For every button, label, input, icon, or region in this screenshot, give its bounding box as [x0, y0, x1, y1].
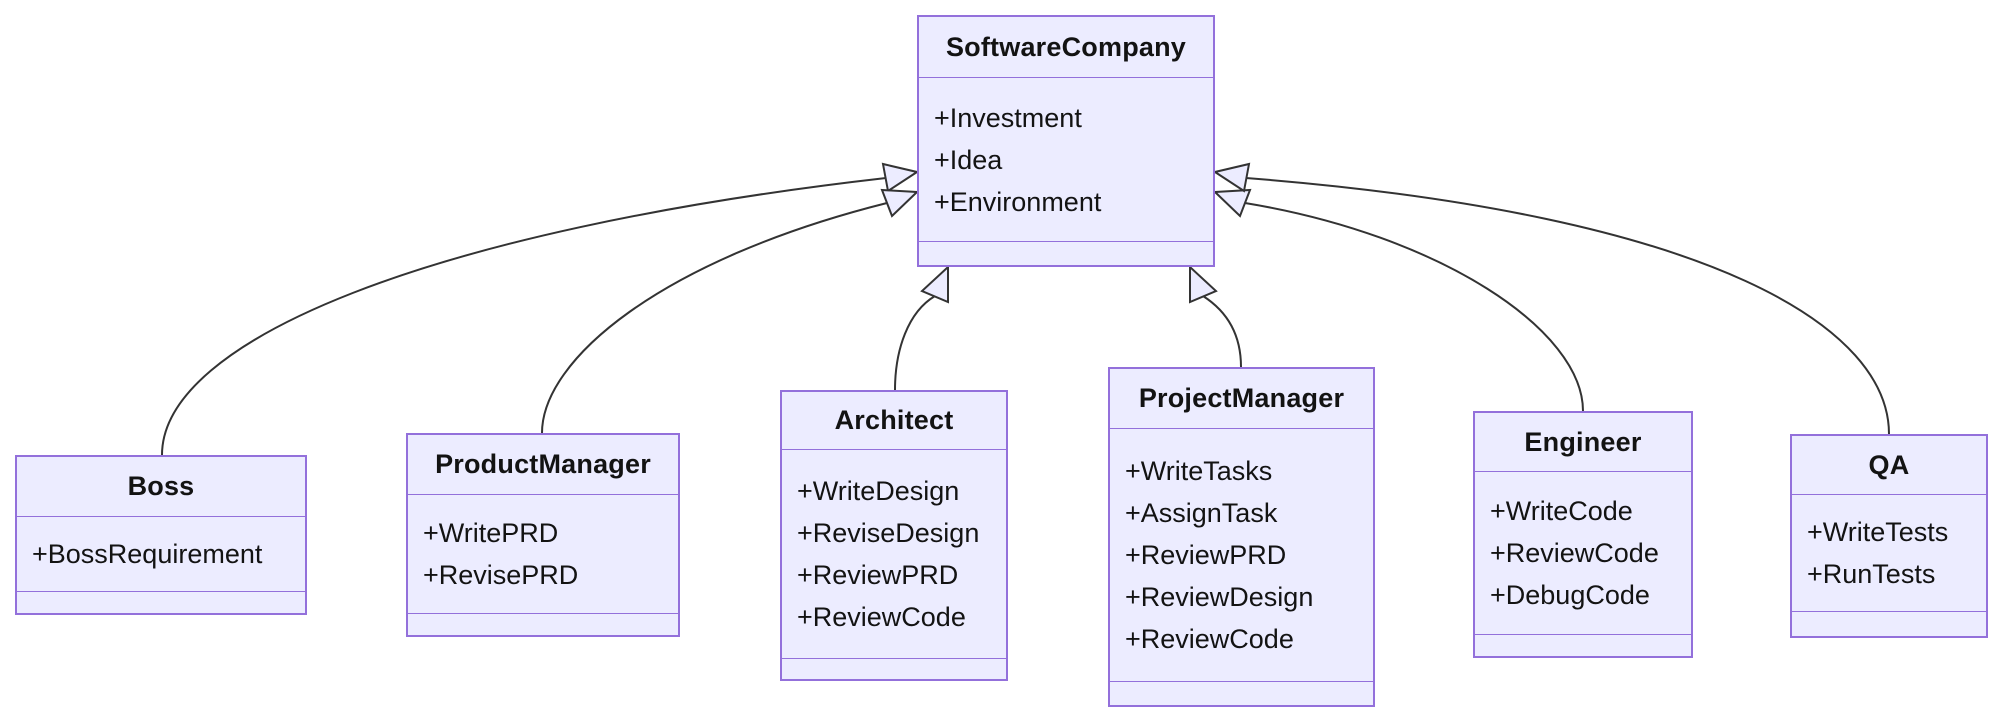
class-attribute: +ReviewPRD — [1125, 540, 1287, 570]
class-attribute: +ReviewCode — [1490, 538, 1659, 568]
edge-architect-to-softwarecompany — [894, 295, 936, 391]
class-attributes: +WriteTests +RunTests — [1792, 495, 1986, 611]
class-attributes: +WriteDesign +ReviseDesign +ReviewPRD +R… — [782, 450, 1006, 658]
class-title: Architect — [782, 392, 1006, 450]
class-title: Boss — [17, 457, 305, 517]
class-box-boss: Boss +BossRequirement — [15, 455, 307, 615]
edge-productmanager-to-softwarecompany — [541, 202, 888, 434]
class-attribute: +WriteCode — [1490, 496, 1633, 526]
edge-projectmanager-to-softwarecompany — [1202, 295, 1242, 368]
edge-boss-to-softwarecompany — [161, 177, 887, 456]
class-attribute: +WriteTasks — [1125, 456, 1273, 486]
class-methods-empty — [17, 591, 305, 613]
class-title: ProductManager — [408, 435, 678, 495]
inheritance-arrowhead-productmanager — [880, 188, 920, 218]
class-attributes: +WriteTasks +AssignTask +ReviewPRD +Revi… — [1110, 429, 1373, 681]
class-attribute: +WritePRD — [423, 518, 559, 548]
class-attribute: +AssignTask — [1125, 498, 1278, 528]
inheritance-arrowhead-engineer — [1212, 188, 1252, 218]
class-attribute: +Idea — [934, 144, 1003, 175]
inheritance-arrowhead-qa — [1212, 162, 1251, 193]
class-attribute: +ReviewPRD — [797, 560, 959, 590]
class-title: QA — [1792, 436, 1986, 495]
class-attribute: +RevisePRD — [423, 560, 579, 590]
class-attribute: +ReviewCode — [1125, 624, 1294, 654]
class-methods-empty — [408, 613, 678, 635]
class-methods-empty — [1110, 681, 1373, 705]
class-attributes: +Investment +Idea +Environment — [919, 78, 1213, 241]
class-attributes: +WriteCode +ReviewCode +DebugCode — [1475, 472, 1691, 634]
class-methods-empty — [919, 241, 1213, 265]
class-box-engineer: Engineer +WriteCode +ReviewCode +DebugCo… — [1473, 411, 1693, 658]
class-attribute: +ReviewDesign — [1125, 582, 1314, 612]
class-box-softwarecompany: SoftwareCompany +Investment +Idea +Envir… — [917, 15, 1215, 267]
class-methods-empty — [782, 658, 1006, 679]
edge-engineer-to-softwarecompany — [1244, 202, 1584, 412]
class-attribute: +DebugCode — [1490, 580, 1650, 610]
class-attribute: +ReviseDesign — [797, 518, 980, 548]
class-attribute: +RunTests — [1807, 559, 1936, 589]
class-attribute: +WriteDesign — [797, 476, 960, 506]
class-attribute: +Investment — [934, 102, 1082, 133]
inheritance-arrowhead-architect — [920, 264, 949, 304]
inheritance-arrowhead-boss — [881, 162, 920, 193]
class-attribute: +WriteTests — [1807, 517, 1949, 547]
class-box-productmanager: ProductManager +WritePRD +RevisePRD — [406, 433, 680, 637]
class-box-projectmanager: ProjectManager +WriteTasks +AssignTask +… — [1108, 367, 1375, 707]
class-title: Engineer — [1475, 413, 1691, 472]
class-attribute: +ReviewCode — [797, 602, 966, 632]
class-attribute: +Environment — [934, 186, 1102, 217]
class-methods-empty — [1792, 611, 1986, 636]
class-attributes: +BossRequirement — [17, 517, 305, 591]
class-attributes: +WritePRD +RevisePRD — [408, 495, 678, 613]
inheritance-arrowhead-projectmanager — [1189, 264, 1218, 304]
class-methods-empty — [1475, 634, 1691, 656]
class-box-qa: QA +WriteTests +RunTests — [1790, 434, 1988, 638]
class-attribute: +BossRequirement — [32, 539, 263, 569]
class-title: SoftwareCompany — [919, 17, 1213, 78]
class-box-architect: Architect +WriteDesign +ReviseDesign +Re… — [780, 390, 1008, 681]
class-title: ProjectManager — [1110, 369, 1373, 429]
edge-qa-to-softwarecompany — [1245, 177, 1890, 435]
